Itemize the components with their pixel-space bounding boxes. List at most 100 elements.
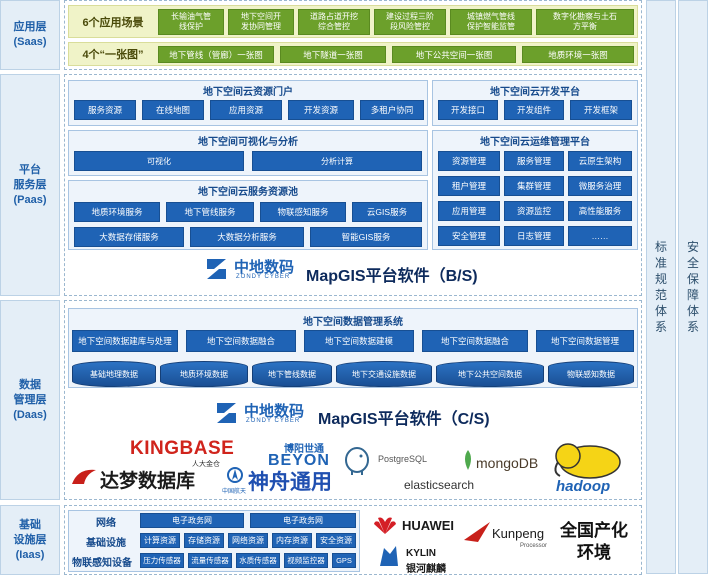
pool-item-1: 地质环境服务	[74, 202, 160, 222]
network-item-1: 电子政务网	[140, 513, 244, 528]
ops-item-11: 日志管理	[504, 226, 564, 246]
scenario-1: 长输油气管 线保护	[158, 9, 224, 35]
scenarios-title: 6个应用场景	[82, 16, 144, 29]
scenario-6: 数字化勘察与土石 方平衡	[536, 9, 634, 35]
layer-label-saas: 应用层 (Saas)	[0, 0, 60, 70]
hadoop-logo: hadoop	[556, 478, 611, 495]
datastore-6: 物联感知数据	[548, 361, 634, 387]
scenario-2: 地下空间开 发协同管理	[228, 9, 294, 35]
iot-item-2: 流量传感器	[188, 553, 232, 568]
portal-item-1: 服务资源	[74, 100, 136, 120]
scenario-4: 建设过程三阶 段风险管控	[374, 9, 446, 35]
pool-item-3: 物联感知服务	[260, 202, 346, 222]
daas-op-1: 地下空间数据建库与处理	[72, 330, 178, 352]
pool-item-6: 大数据分析服务	[190, 227, 304, 247]
daas-op-2: 地下空间数据融合	[186, 330, 296, 352]
daas-op-5: 地下空间数据管理	[536, 330, 634, 352]
infra-item-2: 存储资源	[184, 533, 224, 548]
kylin-cn: 银河麒麟	[406, 564, 446, 575]
map-1: 地下管线（管廊）一张图	[158, 46, 274, 63]
scenario-5: 城镇燃气管线 保护智能监管	[450, 9, 532, 35]
datastore-1: 基础地理数据	[72, 361, 156, 387]
hadoop-elephant-icon	[554, 443, 621, 479]
mongodb-logo: mongoDB	[476, 455, 539, 471]
beyon-cn: 博阳世通	[284, 444, 324, 455]
shenzhou-logo-icon	[227, 467, 243, 483]
kunpeng-logo: Kunpeng	[492, 526, 545, 541]
portal-item-3: 应用资源	[210, 100, 282, 120]
portal-item-5: 多租户协同	[360, 100, 424, 120]
ops-item-7: 应用管理	[438, 201, 500, 221]
huawei-logo-icon	[374, 517, 396, 534]
datastore-5: 地下公共空间数据	[436, 361, 544, 387]
pool-item-7: 智能GIS服务	[310, 227, 422, 247]
daas-op-4: 地下空间数据融合	[422, 330, 528, 352]
map-2: 地下隧道一张图	[280, 46, 386, 63]
dev-item-1: 开发接口	[438, 100, 498, 120]
ops-item-2: 服务管理	[504, 151, 564, 171]
zondy-logo-icon	[217, 403, 236, 423]
portal-item-4: 开发资源	[288, 100, 354, 120]
ops-item-9: 高性能服务	[568, 201, 632, 221]
network-item-2: 电子政务网	[250, 513, 356, 528]
zondy-cn-cs: 中地数码	[244, 403, 305, 420]
portal-item-2: 在线地图	[142, 100, 204, 120]
scenario-3: 道路占道开挖 综合管控	[298, 9, 370, 35]
daas-op-3: 地下空间数据建模	[304, 330, 414, 352]
mapgis-cs-title: MapGIS平台软件（C/S)	[318, 411, 490, 428]
huawei-logo: HUAWEI	[402, 518, 454, 533]
vis-title: 地下空间可视化与分析	[198, 137, 298, 148]
layer-label-paas: 平台 服务层 (Paas)	[0, 74, 60, 296]
kunpeng-logo-icon	[464, 522, 490, 542]
shenzhou-sub: 中国航天	[222, 489, 247, 495]
kylin-logo: KYLIN	[406, 548, 436, 559]
ops-item-8: 资源监控	[504, 201, 564, 221]
infra-item-5: 安全资源	[316, 533, 356, 548]
datastore-2: 地质环境数据	[160, 361, 248, 387]
zondy-cn-bs: 中地数码	[234, 259, 295, 276]
dev-item-2: 开发组件	[504, 100, 564, 120]
kingbase-sub: 人大金仓	[192, 461, 220, 468]
pool-item-4: 云GIS服务	[352, 202, 422, 222]
mapgis-bs-title: MapGIS平台软件（B/S)	[306, 268, 478, 285]
pool-item-5: 大数据存储服务	[74, 227, 184, 247]
ops-item-12: ……	[568, 226, 632, 246]
iot-item-5: GPS	[332, 553, 356, 568]
map-4: 地质环境一张图	[522, 46, 634, 63]
kunpeng-sub: Processor	[520, 543, 548, 549]
zondy-logo-icon	[207, 259, 226, 279]
ops-title: 地下空间云运维管理平台	[480, 137, 590, 148]
network-label: 网络	[96, 518, 116, 529]
iot-item-1: 压力传感器	[140, 553, 184, 568]
security-system-column: 安全保障体系	[678, 0, 708, 574]
infra-item-3: 网络资源	[228, 533, 268, 548]
vis-item-1: 可视化	[74, 151, 244, 171]
beyon-logo: BEYON	[268, 452, 330, 469]
portal-title: 地下空间云资源门户	[203, 87, 293, 98]
iot-label: 物联感知设备	[72, 558, 132, 569]
postgresql-logo: PostgreSQL	[378, 454, 428, 464]
mongodb-leaf-icon	[465, 450, 471, 470]
datastore-4: 地下交通设施数据	[336, 361, 432, 387]
infra-item-1: 计算资源	[140, 533, 180, 548]
infra-label: 基础设施	[86, 538, 126, 549]
dameng-logo-icon	[72, 469, 96, 484]
dev-item-3: 开发框架	[570, 100, 632, 120]
shenzhou-logo: 神舟通用	[248, 471, 332, 494]
pool-title: 地下空间云服务资源池	[198, 187, 298, 198]
infra-item-4: 内存资源	[272, 533, 312, 548]
ops-item-1: 资源管理	[438, 151, 500, 171]
elasticsearch-logo: elasticsearch	[404, 478, 475, 492]
pool-item-2: 地下管线服务	[166, 202, 254, 222]
zondy-en-bs: ZONDY CYBER	[236, 274, 291, 280]
maps-title: 4个“一张图”	[82, 49, 144, 61]
ops-item-6: 微服务治理	[568, 176, 632, 196]
zondy-en-cs: ZONDY CYBER	[246, 418, 301, 424]
ops-item-3: 云原生架构	[568, 151, 632, 171]
ops-item-4: 租户管理	[438, 176, 500, 196]
dev-title: 地下空间云开发平台	[490, 87, 580, 98]
kingbase-logo: KINGBASE	[130, 438, 235, 459]
localization-label: 全国产化 环境	[560, 521, 628, 562]
ops-item-10: 安全管理	[438, 226, 500, 246]
iot-item-4: 视频监控器	[284, 553, 328, 568]
